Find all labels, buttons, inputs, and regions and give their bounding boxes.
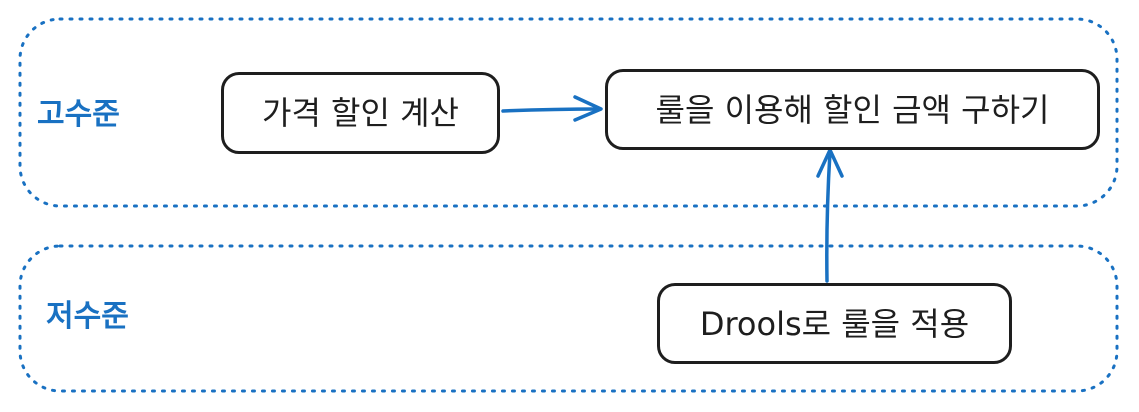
arrow-price-to-rule <box>501 95 603 122</box>
price-discount-node-label: 가격 할인 계산 <box>262 94 459 132</box>
drools-rule-node: Drools로 룰을 적용 <box>657 283 1012 364</box>
high-level-layer-label: 고수준 <box>37 97 120 132</box>
arrow-drools-to-rule <box>816 148 844 283</box>
high-level-group-boundary <box>18 17 1119 208</box>
rule-discount-node-label: 룰을 이용해 할인 금액 구하기 <box>655 90 1050 129</box>
price-discount-node: 가격 할인 계산 <box>221 72 500 154</box>
low-level-layer-label: 저수준 <box>46 299 129 334</box>
rule-discount-node: 룰을 이용해 할인 금액 구하기 <box>605 69 1100 150</box>
drools-rule-node-label: Drools로 룰을 적용 <box>699 304 970 343</box>
low-level-group-boundary <box>18 244 1119 393</box>
